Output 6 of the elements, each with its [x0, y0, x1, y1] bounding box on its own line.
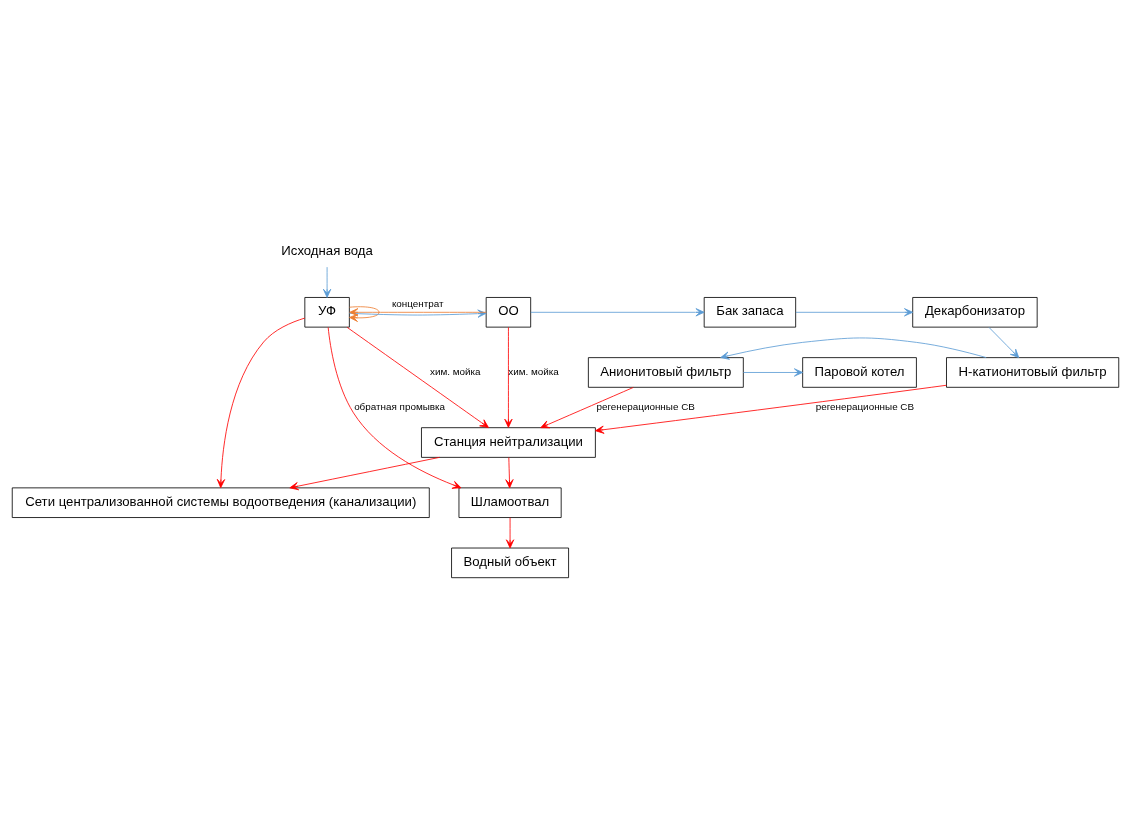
node-text: Исходная вода — [281, 242, 373, 258]
edge-label: регенерационные СВ — [596, 400, 695, 412]
edge-label: регенерационные СВ — [815, 400, 915, 412]
edge-label: хим. мойка — [429, 365, 481, 377]
edge-label: концентрат — [391, 297, 444, 309]
edge-label: обратная промывка — [354, 400, 446, 412]
